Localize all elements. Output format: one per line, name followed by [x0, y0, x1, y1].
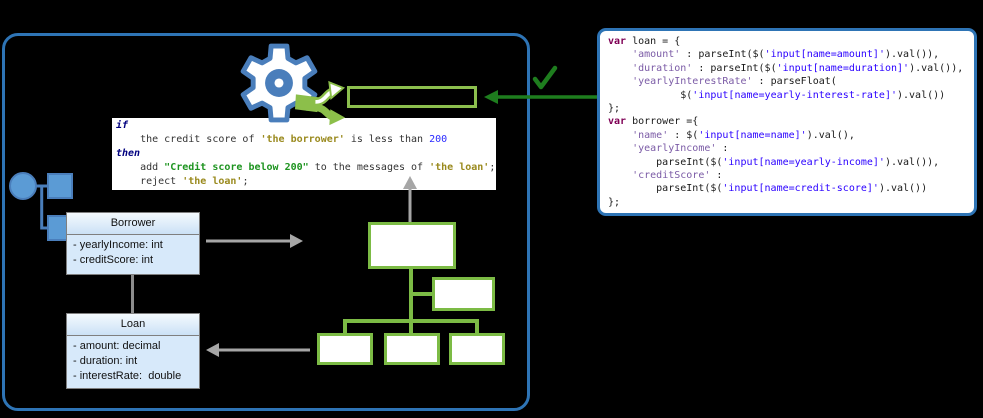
tree-connector-stub-right — [475, 323, 479, 333]
class-attribute: - interestRate: double — [73, 370, 182, 382]
code-line: 'yearlyInterestRate' : parseFloat( — [632, 76, 837, 88]
class-attribute: - duration: int — [73, 355, 138, 367]
tree-connector-bar — [343, 319, 479, 323]
borrower-class-box: Borrower - yearlyIncome: int - creditScor… — [66, 212, 200, 275]
class-attribute: - yearlyIncome: int — [73, 239, 163, 251]
code-line: the credit score of 'the borrower' is le… — [116, 134, 448, 145]
arrow-code-to-service — [484, 90, 598, 104]
code-line: }; — [608, 103, 621, 115]
class-attributes-loan: - amount: decimal - duration: int - intere… — [67, 336, 199, 387]
code-line: var loan = { — [608, 36, 681, 47]
code-line: $('input[name=yearly-interest-rate]').va… — [608, 89, 946, 101]
decision-node-root — [368, 222, 456, 269]
decision-service-box — [347, 86, 477, 108]
branch-split-arrow-icon — [295, 80, 346, 126]
arrow-tree-to-loan — [206, 343, 310, 357]
code-line: reject 'the loan'; — [116, 176, 249, 187]
arrow-tree-to-rule — [403, 176, 417, 224]
check-mark-icon — [532, 65, 558, 90]
code-line: parseInt($('input[name=yearly-income]').… — [608, 156, 940, 168]
loan-class-box: Loan - amount: decimal - duration: int - i… — [66, 313, 200, 389]
class-attribute: - amount: decimal — [73, 340, 161, 352]
class-attributes-borrower: - yearlyIncome: int - creditScore: int — [67, 235, 199, 271]
class-attribute: - creditScore: int — [73, 254, 154, 266]
arrow-borrower-to-tree — [206, 234, 303, 248]
code-line: then — [116, 148, 141, 159]
tree-connector-branch — [409, 292, 432, 296]
code-line: parseInt($('input[name=credit-score]').v… — [608, 183, 928, 195]
code-line: if — [116, 120, 129, 131]
code-line: 'yearlyIncome' : — [632, 143, 729, 155]
code-line: 'duration' : parseInt($('input[name=dura… — [632, 62, 964, 74]
business-rule-box: if the credit score of 'the borrower' is… — [112, 118, 496, 190]
code-line: 'creditScore' : — [632, 170, 723, 182]
code-line: add "Credit score below 200" to the mess… — [116, 162, 496, 173]
code-line: 'name' : $('input[name=name]').val(), — [632, 129, 855, 141]
decision-node-branch — [432, 277, 495, 311]
decision-node-leaf-2 — [384, 333, 440, 365]
class-title-loan: Loan — [67, 314, 199, 336]
code-line: }; — [608, 196, 621, 208]
uml-association-line — [131, 275, 134, 313]
decision-node-leaf-1 — [317, 333, 373, 365]
code-line: var borrower ={ — [608, 116, 699, 128]
tree-connector-vertical — [409, 269, 413, 333]
tree-connector-stub-left — [343, 323, 347, 333]
class-title-borrower: Borrower — [67, 213, 199, 235]
decision-node-leaf-3 — [449, 333, 505, 365]
decision-service-container — [2, 33, 530, 411]
code-line: 'amount' : parseInt($('input[name=amount… — [632, 49, 940, 61]
code-panel: var loan = { 'amount' : parseInt($('inpu… — [597, 28, 977, 216]
